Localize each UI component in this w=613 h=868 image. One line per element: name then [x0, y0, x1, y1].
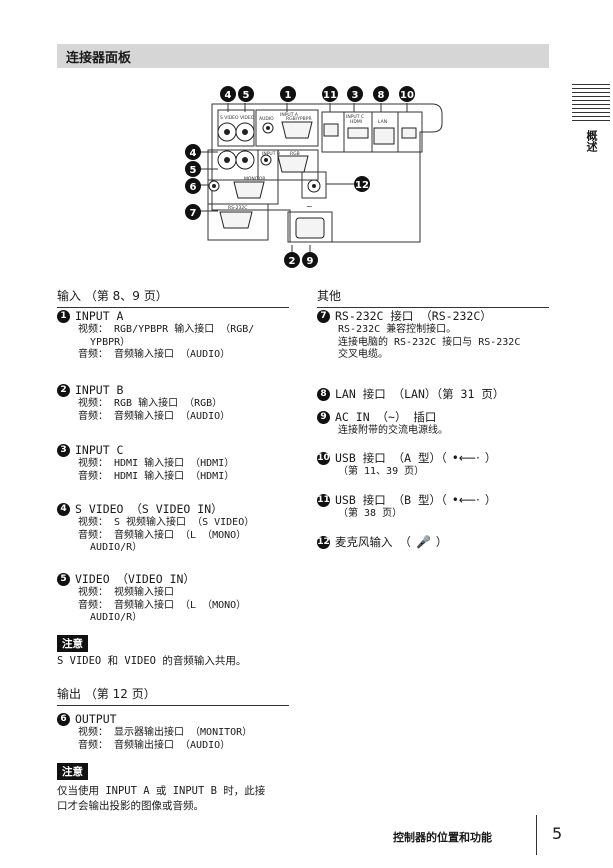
- label-rgb: RGB: [290, 151, 300, 157]
- callout-top-10: 10: [399, 86, 415, 102]
- callout-top-11: 11: [322, 86, 338, 102]
- callout-bottom-2: 2: [284, 252, 300, 268]
- num-badge: 7: [317, 310, 330, 323]
- svg-text:12: 12: [355, 180, 369, 191]
- svg-text:5: 5: [190, 165, 197, 176]
- num-badge: 11: [317, 494, 330, 507]
- usb-icon: •⟵·: [451, 451, 480, 465]
- num-badge: 9: [317, 411, 330, 424]
- num-badge: 2: [57, 384, 70, 397]
- num-badge: 12: [317, 536, 330, 549]
- svg-text:5: 5: [243, 90, 250, 101]
- svg-text:4: 4: [225, 90, 232, 101]
- label-input-a: INPUT A: [280, 112, 299, 118]
- svg-text:9: 9: [307, 256, 314, 267]
- label-video: VIDEO: [240, 115, 255, 121]
- num-badge: 10: [317, 452, 330, 465]
- label-audio: AUDIO: [259, 116, 274, 122]
- num-badge: 1: [57, 310, 70, 323]
- connector-panel-diagram: 4 5 1 11 3 8 10 4 5 6 7 2 9 12 S VIDEO V…: [185, 86, 443, 268]
- callout-left-6: 6: [185, 178, 201, 194]
- microphone-icon: 🎤: [415, 535, 431, 549]
- num-badge: 3: [57, 444, 70, 457]
- footer-divider: [536, 815, 537, 855]
- svg-text:6: 6: [190, 182, 197, 193]
- svg-text:10: 10: [400, 90, 414, 101]
- num-badge: 4: [57, 503, 70, 516]
- callout-top-8: 8: [373, 86, 389, 102]
- svg-text:8: 8: [378, 90, 385, 101]
- svg-text:3: 3: [352, 90, 359, 101]
- usb-icon: •⟵·: [451, 493, 480, 507]
- callout-top-1: 1: [280, 86, 296, 102]
- edge-decoration: [572, 84, 610, 128]
- callout-top-5: 5: [238, 86, 254, 102]
- svg-text:1: 1: [285, 90, 292, 101]
- note-text-2: 仅当使用 INPUT A 或 INPUT B 时，此接 口才会输出投影的图像或音…: [57, 785, 266, 812]
- num-badge: 6: [57, 713, 70, 726]
- page-title: 连接器面板: [66, 51, 132, 66]
- chapter-tab: 概述: [575, 130, 599, 156]
- note-label-1: 注意: [57, 635, 88, 652]
- svg-text:4: 4: [190, 148, 197, 159]
- label-hdmi: HDMI: [350, 119, 362, 125]
- note-text-1: S VIDEO 和 VIDEO 的音频输入共用。: [57, 655, 247, 667]
- label-lan: LAN: [378, 119, 387, 125]
- others-heading: 其他: [317, 287, 549, 308]
- page-number: 5: [552, 824, 563, 843]
- num-badge: 5: [57, 573, 70, 586]
- section-title-bar: 连接器面板: [57, 44, 549, 68]
- label-ac: ~: [306, 202, 313, 211]
- label-rs232c: RS-232C: [228, 205, 247, 211]
- svg-text:11: 11: [323, 90, 337, 101]
- svg-text:2: 2: [289, 256, 296, 267]
- svg-text:7: 7: [190, 208, 197, 219]
- label-monitor: MONITOR: [244, 176, 266, 182]
- num-badge: 8: [317, 388, 330, 401]
- outputs-heading: 输出 （第 12 页）: [57, 685, 289, 706]
- callout-bottom-9: 9: [302, 252, 318, 268]
- note-label-2: 注意: [57, 763, 88, 780]
- label-rgb-ypbpr: RGB/YPBPR: [286, 116, 312, 122]
- label-input-b: INPUT B: [262, 151, 280, 157]
- callout-left-5: 5: [185, 161, 201, 177]
- label-s-video: S VIDEO: [220, 115, 239, 121]
- callout-top-3: 3: [347, 86, 363, 102]
- callout-right-12: 12: [354, 176, 370, 192]
- footer-section: 控制器的位置和功能: [393, 831, 492, 844]
- label-input-c: INPUT C: [346, 114, 364, 120]
- callout-top-4: 4: [220, 86, 236, 102]
- callout-left-4: 4: [185, 144, 201, 160]
- inputs-heading: 输入 （第 8、9 页）: [57, 287, 289, 308]
- callout-left-7: 7: [185, 204, 201, 220]
